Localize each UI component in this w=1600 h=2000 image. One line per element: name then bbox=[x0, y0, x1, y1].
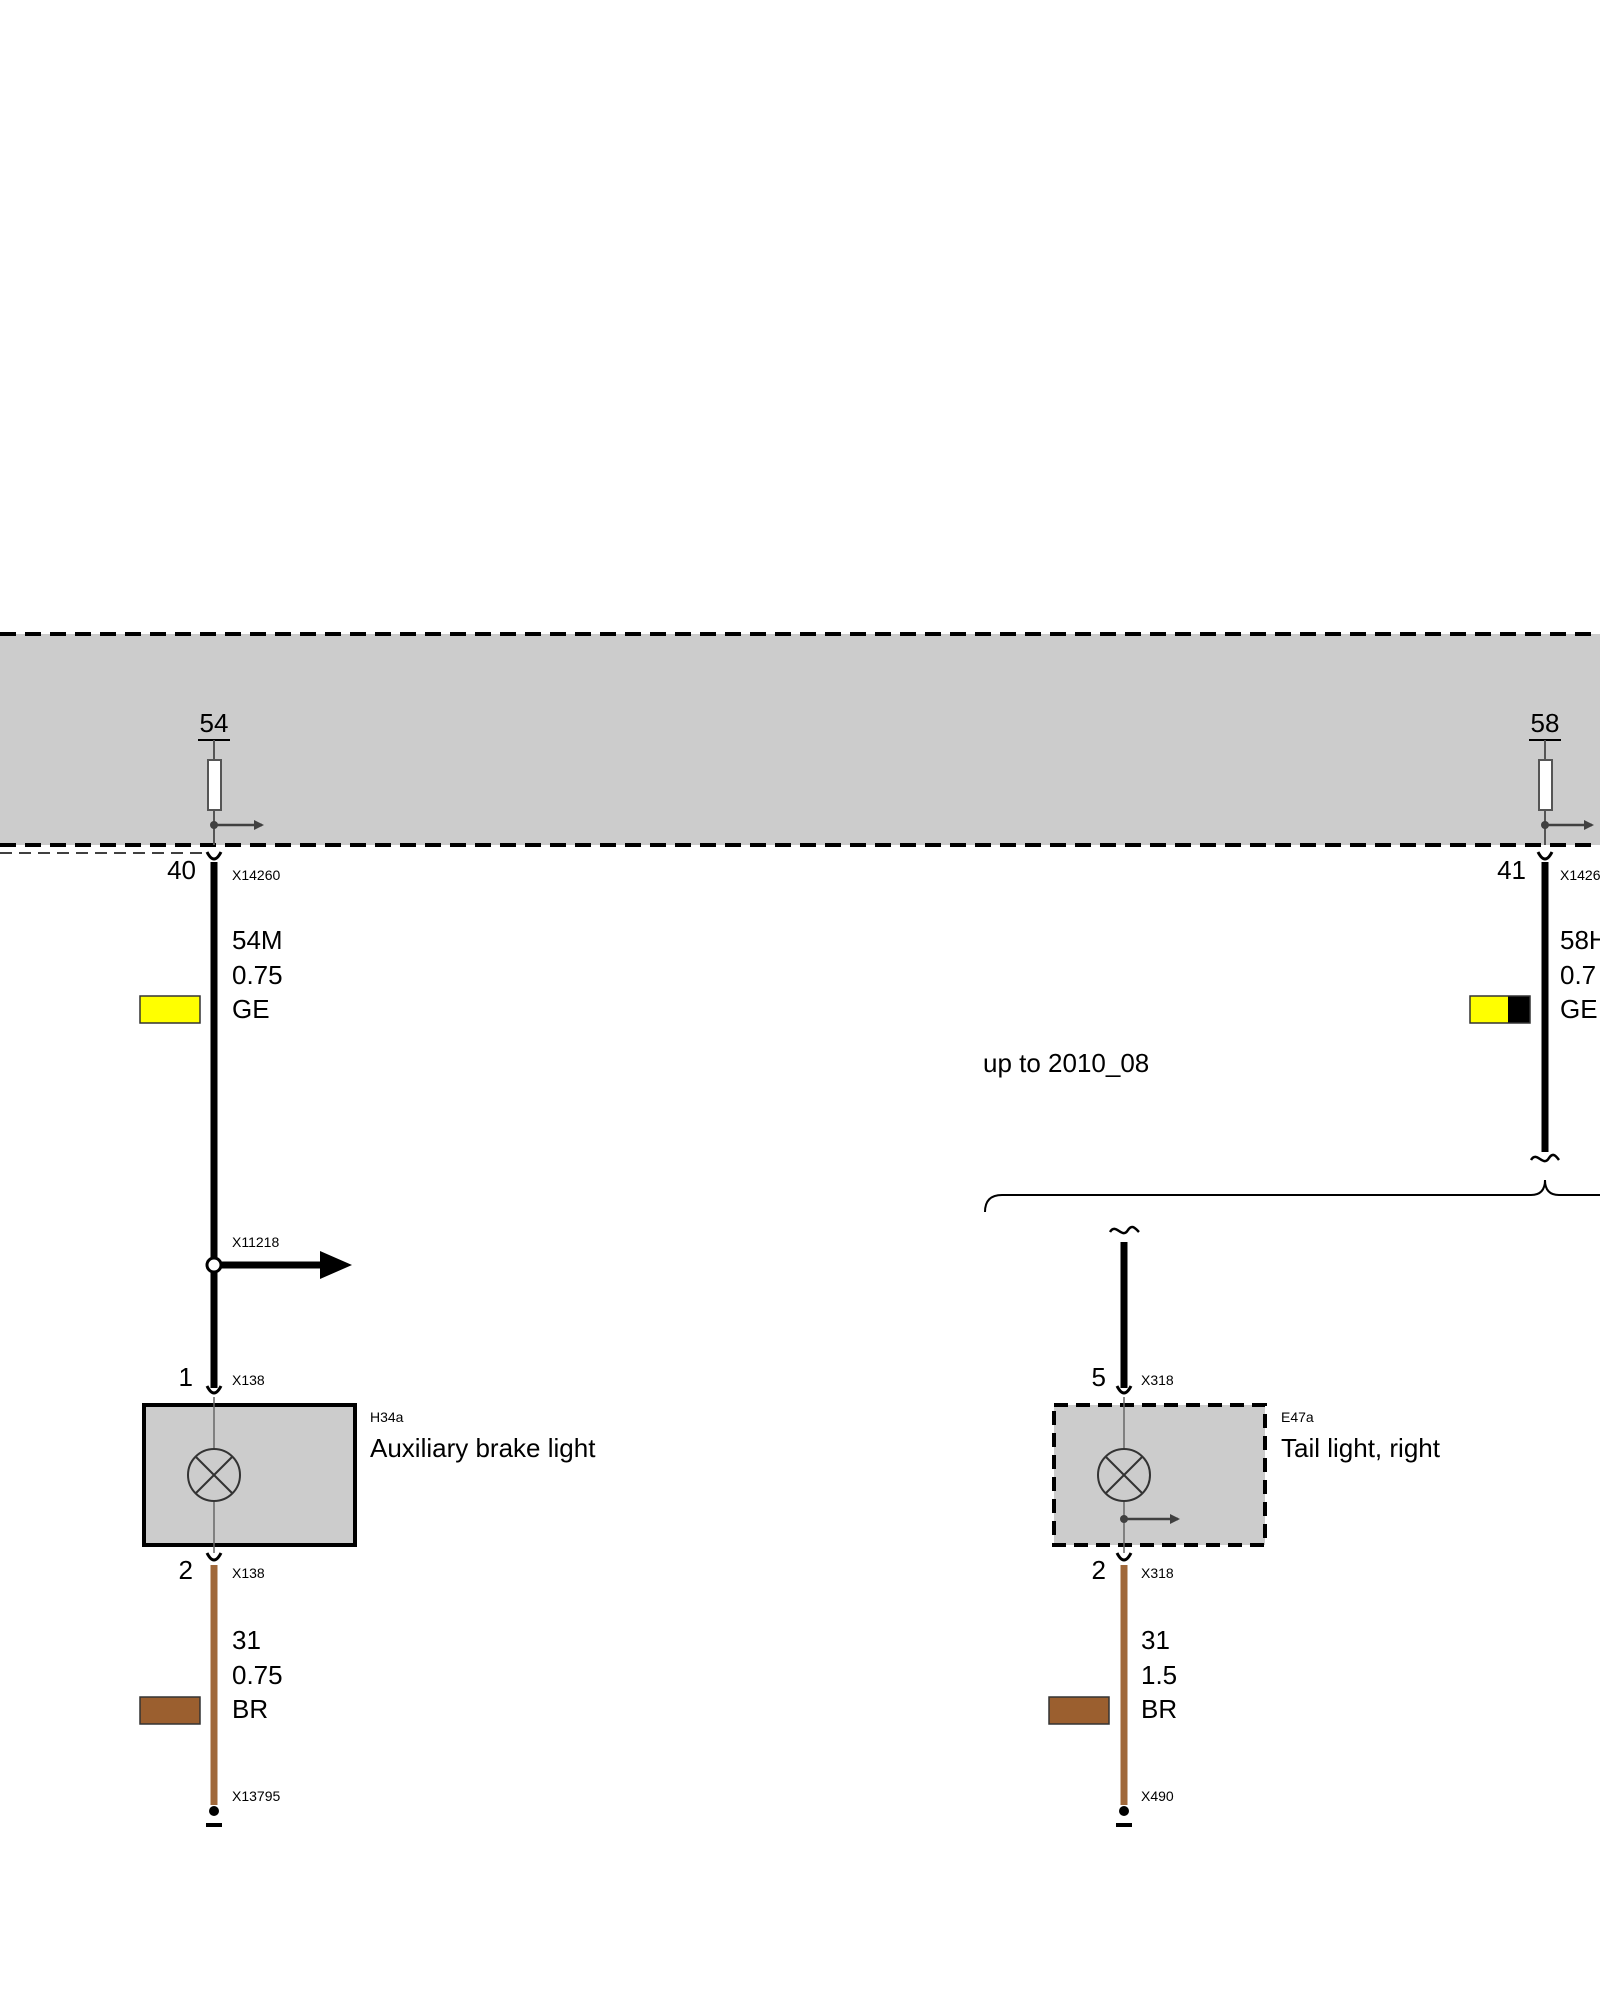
component-e47a: E47a Tail light, right bbox=[1052, 1397, 1441, 1553]
pin-label: 41 bbox=[1497, 855, 1526, 885]
wire-color: BR bbox=[232, 1694, 268, 1724]
wire-gauge: 0.75 bbox=[232, 1660, 283, 1690]
ground-icon bbox=[1116, 1806, 1132, 1827]
circuit-tail-light: 41 X1426 58H 0.7 GE up to 2010_08 5 X318 bbox=[983, 851, 1600, 1827]
component-body bbox=[142, 1403, 357, 1547]
wire-gauge: 1.5 bbox=[1141, 1660, 1177, 1690]
pin-label: 5 bbox=[1092, 1362, 1106, 1392]
wire-gauge: 0.75 bbox=[232, 960, 283, 990]
output-resistor bbox=[1538, 759, 1553, 811]
wire-code: 58H bbox=[1560, 925, 1600, 955]
connector-mark bbox=[205, 851, 223, 861]
connector-mark bbox=[1115, 1385, 1133, 1395]
output-resistor bbox=[207, 759, 222, 811]
component-name: Auxiliary brake light bbox=[370, 1433, 596, 1463]
wire-color-swatch bbox=[1469, 995, 1531, 1024]
output-terminal-54: 54 bbox=[198, 708, 264, 845]
terminal-label: 58 bbox=[1531, 708, 1560, 738]
connector-label: X318 bbox=[1141, 1565, 1174, 1581]
ground-connector-label: X490 bbox=[1141, 1788, 1174, 1804]
variant-note: up to 2010_08 bbox=[983, 1048, 1149, 1078]
wire-break-icon bbox=[1108, 1225, 1140, 1235]
wire-code: 54M bbox=[232, 925, 283, 955]
wire-color-swatch bbox=[139, 995, 201, 1024]
component-id: H34a bbox=[370, 1409, 404, 1425]
connector-label: X1426 bbox=[1560, 867, 1600, 883]
output-terminal-58: 58 bbox=[1529, 708, 1594, 845]
wire-color: GE bbox=[1560, 994, 1598, 1024]
splice-point bbox=[205, 1256, 223, 1274]
wire-code: 31 bbox=[1141, 1625, 1170, 1655]
splice-arrow bbox=[320, 1251, 352, 1279]
ground-icon bbox=[206, 1806, 222, 1827]
lamp-icon bbox=[1097, 1448, 1151, 1502]
connector-mark bbox=[205, 1385, 223, 1395]
pin-label: 1 bbox=[179, 1362, 193, 1392]
pin-label: 2 bbox=[179, 1555, 193, 1585]
connector-label: X318 bbox=[1141, 1372, 1174, 1388]
pin-label: 2 bbox=[1092, 1555, 1106, 1585]
lamp-icon bbox=[187, 1448, 241, 1502]
ground-connector-label: X13795 bbox=[232, 1788, 280, 1804]
pin-label: 40 bbox=[167, 855, 196, 885]
wire-color: GE bbox=[232, 994, 270, 1024]
wire-gauge: 0.7 bbox=[1560, 960, 1596, 990]
wire-color-swatch bbox=[1048, 1696, 1110, 1725]
component-name: Tail light, right bbox=[1281, 1433, 1441, 1463]
wire-color: BR bbox=[1141, 1694, 1177, 1724]
variant-brace bbox=[984, 1179, 1600, 1213]
control-module bbox=[0, 632, 1600, 854]
control-module-body bbox=[0, 634, 1600, 845]
connector-label: X138 bbox=[232, 1372, 265, 1388]
connector-mark bbox=[205, 1552, 223, 1562]
circuit-auxiliary-brake-light: 40 X14260 54M 0.75 GE X11218 1 X138 H34a bbox=[139, 851, 596, 1827]
terminal-label: 54 bbox=[200, 708, 229, 738]
connector-label: X14260 bbox=[232, 867, 280, 883]
connector-mark bbox=[1536, 851, 1554, 861]
connector-mark bbox=[1115, 1552, 1133, 1562]
wire-color-swatch bbox=[139, 1696, 201, 1725]
component-body bbox=[1052, 1403, 1267, 1547]
splice-label: X11218 bbox=[232, 1234, 279, 1250]
wire-code: 31 bbox=[232, 1625, 261, 1655]
component-id: E47a bbox=[1281, 1409, 1314, 1425]
wire-break-icon bbox=[1529, 1153, 1560, 1163]
connector-label: X138 bbox=[232, 1565, 265, 1581]
component-h34a: H34a Auxiliary brake light bbox=[142, 1397, 596, 1553]
